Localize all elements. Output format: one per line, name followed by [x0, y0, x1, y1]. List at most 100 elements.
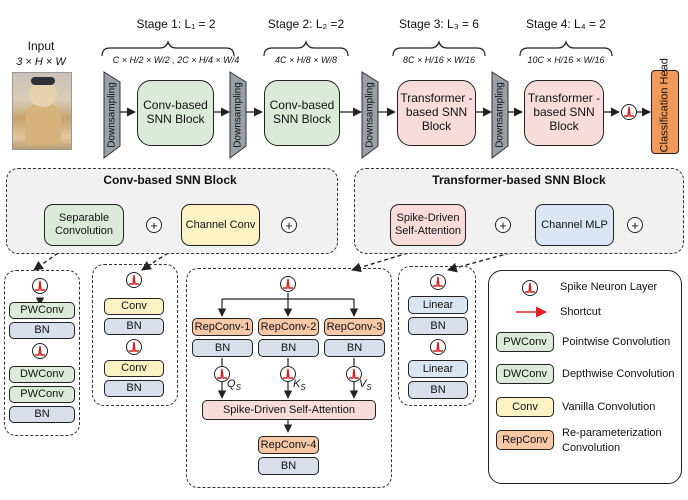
v-neuron-icon	[346, 366, 362, 382]
conv-block-title: Conv-based SNN Block	[103, 173, 237, 187]
dog-hat	[31, 77, 55, 85]
attention-detail	[186, 268, 392, 488]
spike-icon	[35, 345, 45, 356]
spike-icon	[525, 282, 535, 293]
transformer-add-2: +	[627, 217, 643, 233]
panel1-dwconv: DWConv	[9, 366, 75, 383]
spike-icon	[433, 276, 443, 287]
v-label: VS	[359, 379, 372, 392]
legend-pwconv-desc: Pointwise Convolution	[562, 336, 671, 348]
downsampling-4: Downsampling	[492, 72, 508, 158]
spike-icon	[35, 280, 45, 291]
downsampling-2: Downsampling	[230, 72, 246, 158]
stage2-conv-block: Conv-based SNN Block	[264, 80, 340, 146]
classification-head: Classification Head	[651, 57, 679, 154]
legend-panel	[488, 270, 682, 484]
panel1-neuron-1-icon	[32, 278, 48, 294]
downsampling-4-label: Downsampling	[494, 82, 506, 148]
dog-body	[25, 103, 61, 145]
channel-conv-box: Channel Conv	[181, 204, 260, 246]
stage1-label: Stage 1: L₁ = 2	[136, 17, 216, 31]
legend-pwconv-key: PWConv	[496, 332, 554, 352]
input-label: Input	[27, 39, 55, 53]
repconv-3-bn: BN	[324, 339, 385, 357]
repconv-4-bn: BN	[258, 457, 319, 475]
stage-braces	[101, 40, 613, 57]
q-neuron-icon	[214, 366, 230, 382]
panel2-bn-1: BN	[104, 318, 164, 335]
downsampling-1: Downsampling	[104, 72, 120, 158]
q-sub: S	[235, 383, 241, 393]
legend-conv-key: Conv	[496, 397, 554, 417]
stage4-dims: 10C × H/16 × W/16	[527, 55, 605, 65]
top-neuron-icon	[621, 104, 637, 120]
downsampling-2-label: Downsampling	[232, 82, 244, 148]
channel-mlp-box: Channel MLP	[535, 204, 614, 246]
repconv-1: RepConv-1	[192, 318, 253, 336]
stage4-label: Stage 4: L₄ = 2	[526, 17, 606, 31]
spike-icon	[349, 368, 359, 379]
spike-icon	[283, 368, 293, 379]
repconv-1-bn: BN	[192, 339, 253, 357]
legend-repconv-key: RepConv	[496, 430, 554, 450]
mlp-linear-2: Linear	[408, 360, 468, 378]
spike-icon	[129, 274, 139, 285]
mlp-neuron-1-icon	[430, 274, 446, 290]
stage1-dims: C × H/2 × W/2 , 2C × H/4 × W/4	[112, 55, 240, 65]
input-image	[12, 72, 72, 150]
stage2-label: Stage 2: L₂ =2	[267, 17, 345, 31]
mlp-bn-2: BN	[408, 381, 468, 399]
spike-icon	[217, 368, 227, 379]
channel-conv-detail	[92, 264, 178, 406]
spike-icon	[433, 341, 443, 352]
mlp-bn-1: BN	[408, 317, 468, 335]
panel1-neuron-2-icon	[32, 343, 48, 359]
k-label: KS	[293, 379, 306, 392]
transformer-add-1: +	[495, 217, 511, 233]
legend-neuron-icon	[522, 280, 538, 296]
attention-wires	[217, 293, 359, 433]
stage3-dims: 8C × H/16 × W/16	[402, 55, 476, 65]
separable-conv-box: Separable Convolution	[44, 204, 124, 246]
q-label: QS	[227, 379, 241, 392]
downsampling-shapes	[103, 71, 509, 159]
panel1-pwconv-1: PWConv	[9, 302, 75, 319]
panel2-neuron-1-icon	[126, 272, 142, 288]
legend-dwconv-key: DWConv	[496, 364, 554, 384]
input-dims: 3 × H × W	[16, 56, 66, 68]
stage3-label: Stage 3: L₃ = 6	[399, 17, 479, 31]
panel2-conv-2: Conv	[104, 360, 164, 377]
conv-add-1: +	[146, 217, 162, 233]
legend-repconv-desc-2: Convolution	[562, 442, 621, 454]
panel2-neuron-2-icon	[126, 339, 142, 355]
stage2-dims: 4C × H/8 × W/8	[274, 55, 338, 65]
stage1-conv-block: Conv-based SNN Block	[137, 80, 214, 146]
q-text: Q	[227, 378, 236, 390]
panel2-conv-1: Conv	[104, 298, 164, 315]
v-text: V	[359, 378, 367, 390]
panel2-bn-2: BN	[104, 380, 164, 397]
dog-head	[29, 81, 57, 107]
k-neuron-icon	[280, 366, 296, 382]
panel1-bn-2: BN	[9, 406, 75, 423]
legend-conv-desc: Vanilla Convolution	[562, 401, 656, 413]
classification-head-label: Classification Head	[658, 57, 671, 152]
attention-sdsa-box: Spike-Driven Self-Attention	[202, 400, 376, 420]
downsampling-3: Downsampling	[362, 72, 378, 158]
transformer-block-title: Transformer-based SNN Block	[432, 173, 606, 187]
panel1-pwconv-2: PWConv	[9, 386, 75, 403]
legend-neuron-label: Spike Neuron Layer	[560, 281, 658, 293]
repconv-2: RepConv-2	[258, 318, 319, 336]
panel1-bn-1: BN	[9, 322, 75, 339]
legend-dwconv-desc: Depthwise Convolution	[562, 368, 675, 380]
repconv-3: RepConv-3	[324, 318, 385, 336]
k-text: K	[293, 378, 301, 390]
stage4-transformer-block: Transformer -based SNN Block	[524, 80, 604, 146]
conv-add-2: +	[281, 217, 297, 233]
attention-neuron-icon	[280, 276, 296, 292]
spike-icon	[624, 106, 634, 117]
downsampling-3-label: Downsampling	[364, 82, 376, 148]
stage3-transformer-block: Transformer -based SNN Block	[397, 80, 476, 146]
legend-shortcut-label: Shortcut	[560, 306, 601, 318]
